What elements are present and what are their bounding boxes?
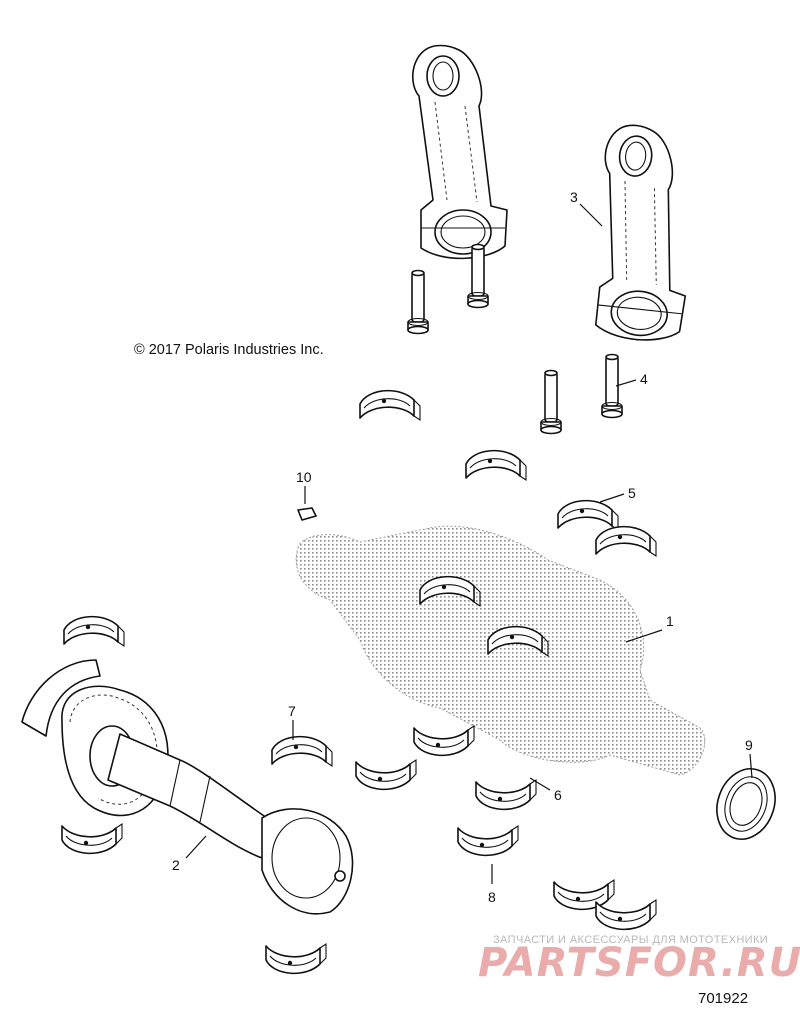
bearing-shell — [355, 759, 417, 791]
bearing-shell — [475, 779, 537, 811]
callout-5: 5 — [628, 485, 636, 501]
diagram-reference-number: 701922 — [698, 990, 749, 1007]
crankshaft — [295, 525, 706, 776]
watermark-tagline: ЗАПЧАСТИ И АКСЕССУАРЫ ДЛЯ МОТОТЕХНИКИ — [493, 934, 769, 946]
bearing-shell — [61, 823, 123, 855]
callout-10: 10 — [296, 469, 312, 485]
copyright-notice: © 2017 Polaris Industries Inc. — [134, 342, 324, 358]
connecting-rod-lower — [585, 121, 704, 345]
conrod-bolt — [540, 369, 562, 435]
leader-line — [615, 379, 637, 387]
watermark-logo: PARTSFOR.RU — [478, 940, 800, 986]
bearing-shell — [595, 899, 657, 931]
callout-8: 8 — [488, 889, 496, 905]
connecting-rod-upper — [411, 44, 508, 260]
leader-line — [529, 777, 551, 791]
balance-shaft — [21, 659, 354, 915]
bearing-shell — [553, 879, 615, 911]
bearing-shell — [413, 725, 475, 757]
callout-4: 4 — [640, 371, 648, 387]
callout-7: 7 — [288, 703, 296, 719]
woodruff-key — [297, 507, 317, 521]
callout-3: 3 — [570, 189, 578, 205]
bearing-shell — [271, 735, 333, 767]
conrod-bolt — [601, 353, 623, 419]
leader-line — [185, 835, 207, 859]
leader-line — [599, 493, 625, 503]
leader-line — [749, 753, 753, 779]
bearing-shell — [63, 615, 125, 647]
bearing-shell — [457, 825, 519, 857]
leader-line — [579, 203, 603, 227]
bearing-shell — [359, 389, 421, 421]
callout-2: 2 — [172, 857, 180, 873]
bearing-shell — [557, 499, 619, 531]
bearing-shell — [265, 943, 327, 975]
callout-9: 9 — [745, 737, 753, 753]
bearing-shell — [465, 449, 527, 481]
conrod-bolt — [407, 269, 429, 335]
oil-seal — [716, 768, 776, 840]
bearing-shell — [595, 525, 657, 557]
callout-1: 1 — [666, 613, 674, 629]
callout-6: 6 — [554, 787, 562, 803]
leader-line — [625, 629, 663, 643]
